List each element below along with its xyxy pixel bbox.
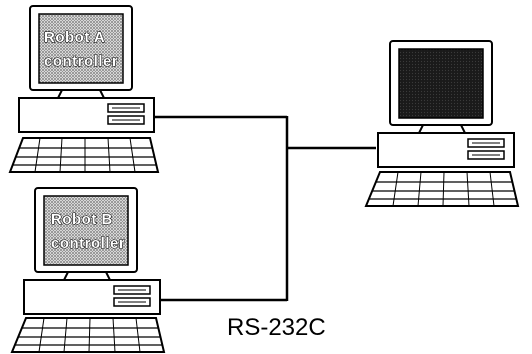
link-label: RS-232C (227, 314, 326, 341)
screen-line-2: controller (44, 53, 118, 70)
serial-link (152, 116, 376, 301)
screen-line-1: Robot A (44, 29, 105, 46)
screen-line-2: controller (51, 235, 125, 252)
computer-bottom-left: Robot B controller (12, 188, 164, 352)
computer-right (366, 41, 518, 206)
screen-line-1: Robot B (51, 211, 113, 228)
computer-top-left: Robot A controller (10, 6, 158, 172)
